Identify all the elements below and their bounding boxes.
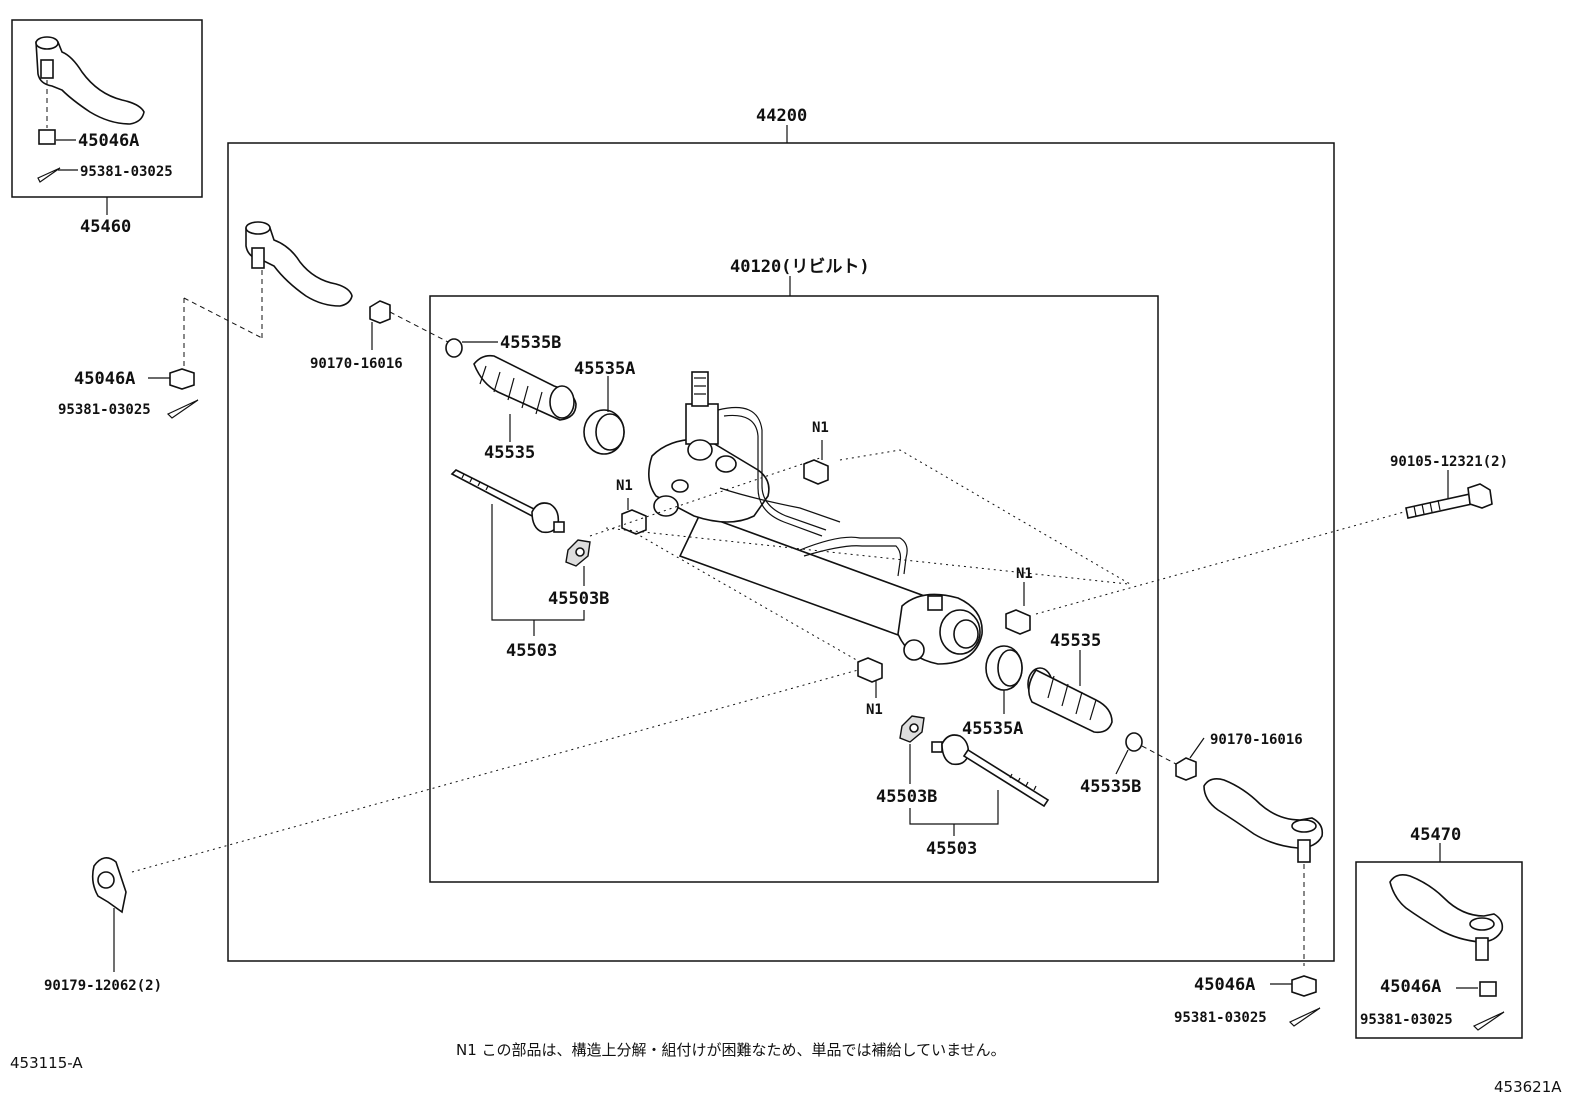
label-bracket-bolt: 90179-12062(2)	[44, 978, 162, 994]
label-n1-right: N1	[1016, 566, 1033, 582]
label-45460: 45460	[80, 217, 131, 237]
label-45535b-left: 45535B	[500, 333, 561, 353]
label-45503b-right: 45503B	[876, 787, 937, 807]
clamp-b-right-icon	[1115, 732, 1143, 775]
assembly-box-inner	[429, 295, 1159, 883]
label-45535-left: 45535	[484, 443, 535, 463]
label-45503-right: 45503	[926, 839, 977, 859]
clamp-a-left-icon	[583, 376, 625, 455]
label-90170-left: 90170-16016	[310, 356, 403, 372]
label-n1-top: N1	[812, 420, 829, 436]
label-pin-left: 95381-03025	[58, 402, 151, 418]
steering-gear-housing-icon	[648, 371, 983, 665]
label-45535a-left: 45535A	[574, 359, 635, 379]
label-bolt-right: 90105-12321(2)	[1390, 454, 1508, 470]
tie-rod-end-kit-right-icon	[1389, 874, 1505, 1031]
footer-code-left: 453115-A	[10, 1054, 83, 1072]
label-kit-pin-left: 95381-03025	[80, 164, 173, 180]
rack-end-left-icon	[450, 469, 565, 534]
nut-left-icon	[148, 368, 195, 390]
bracket-bolt-icon	[91, 857, 127, 972]
washer-b-left-icon	[565, 539, 591, 586]
label-45503-left: 45503	[506, 641, 557, 661]
label-90170-right: 90170-16016	[1210, 732, 1303, 748]
nut-90170-right-icon	[1175, 737, 1205, 781]
washer-b-right-icon	[899, 715, 925, 784]
label-kit-pin-right: 95381-03025	[1360, 1012, 1453, 1028]
label-45470: 45470	[1410, 825, 1461, 845]
kit-box-right	[1355, 861, 1523, 1039]
label-kit-nut-right: 45046A	[1380, 977, 1441, 997]
bushing-n1-left-icon	[621, 498, 647, 535]
tie-rod-end-kit-left-icon	[35, 36, 145, 183]
assembly-box-outer	[227, 142, 1335, 962]
bushing-n1-lower-icon	[857, 657, 883, 698]
label-45535b-right: 45535B	[1080, 777, 1141, 797]
boot-left-icon	[473, 354, 577, 442]
bolt-right-icon	[1405, 470, 1493, 519]
label-pin-right: 95381-03025	[1174, 1010, 1267, 1026]
cotter-pin-left-icon	[166, 399, 199, 419]
footer-note: N1 この部品は、構造上分解・組付けが困難なため、単品では補給していません。	[456, 1041, 1006, 1059]
label-nut-left: 45046A	[74, 369, 135, 389]
label-45503b-left: 45503B	[548, 589, 609, 609]
label-n1-lower: N1	[866, 702, 883, 718]
footer-code-right: 453621A	[1494, 1078, 1562, 1096]
bushing-n1-right-icon	[1005, 582, 1031, 635]
nut-right-icon	[1270, 975, 1317, 997]
label-n1-left: N1	[616, 478, 633, 494]
label-nut-right: 45046A	[1194, 975, 1255, 995]
cotter-pin-right-icon	[1288, 1007, 1321, 1027]
tie-rod-end-left-icon	[245, 221, 353, 338]
label-44200: 44200	[756, 106, 807, 126]
clamp-b-left-icon	[445, 338, 498, 358]
bushing-n1-top-icon	[803, 440, 829, 485]
boot-right-icon	[1027, 650, 1113, 734]
label-45535-right: 45535	[1050, 631, 1101, 651]
clamp-a-right-icon	[985, 645, 1023, 714]
label-40120: 40120(リビルト)	[730, 257, 870, 277]
label-kit-nut-left: 45046A	[78, 131, 139, 151]
label-45535a-right: 45535A	[962, 719, 1023, 739]
nut-90170-left-icon	[369, 300, 391, 350]
tie-rod-end-right-icon	[1203, 778, 1324, 966]
rack-end-right-icon	[931, 734, 1050, 808]
